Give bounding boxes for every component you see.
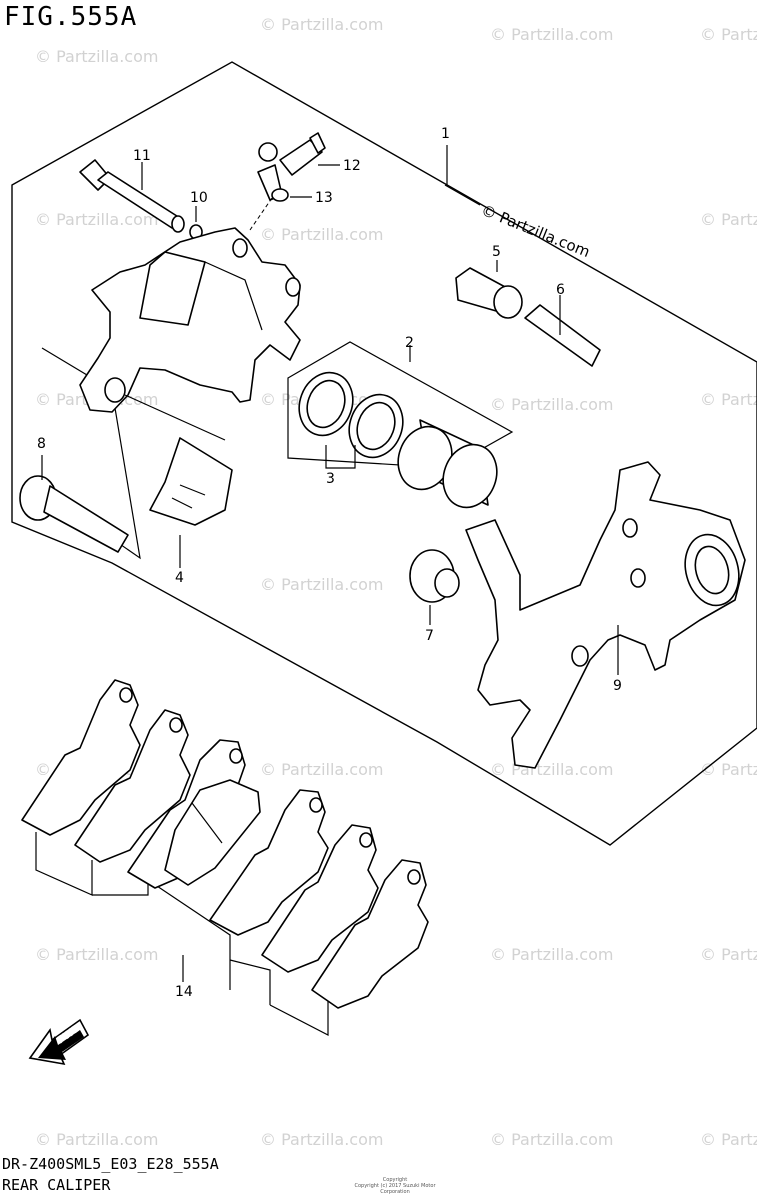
part-12-bleeder-valve — [258, 132, 340, 176]
watermark: © Partzilla.com — [700, 210, 757, 229]
watermark: © Partzilla.com — [260, 760, 383, 779]
watermark: © Partzilla.com — [700, 1130, 757, 1149]
caliper-body — [79, 227, 301, 441]
watermark: © Partzilla.com — [260, 1130, 383, 1149]
callout-13: 13 — [315, 190, 333, 206]
watermark: © Partzilla.com — [490, 395, 613, 414]
part-4-clip — [149, 437, 233, 568]
callout-6: 6 — [556, 282, 565, 298]
fig-title: FIG.555A — [4, 2, 138, 32]
watermark: © Partzilla.com — [260, 225, 383, 244]
part-11-bolt — [79, 159, 185, 233]
callout-11: 11 — [133, 148, 151, 164]
callout-12: 12 — [343, 158, 361, 174]
callout-10: 10 — [190, 190, 208, 206]
part-2-piston — [287, 341, 514, 509]
callout-1: 1 — [441, 126, 450, 142]
part-5-sleeve — [455, 260, 523, 319]
callout-9: 9 — [613, 678, 622, 694]
callout-4: 4 — [175, 570, 184, 586]
watermark: © Partzilla.com — [260, 15, 383, 34]
watermark: © Partzilla.com — [490, 945, 613, 964]
fwd-arrow-icon: FWD — [28, 1018, 90, 1066]
assembly-outline — [11, 61, 757, 846]
watermark: © Partzilla.com — [490, 760, 613, 779]
callout-7: 7 — [425, 628, 434, 644]
copyright-note: Copyright Copyright (c) 2017 Suzuki Moto… — [354, 1177, 436, 1195]
watermark: © Partzilla.com — [35, 47, 158, 66]
watermark-layer: © Partzilla.com © Partzilla.com © Partzi… — [35, 15, 757, 1149]
watermark: © Partzilla.com — [35, 210, 158, 229]
callout-3: 3 — [326, 471, 335, 487]
watermark: © Partzilla.com — [35, 1130, 158, 1149]
watermark: © Partzilla.com — [35, 945, 158, 964]
callout-8: 8 — [37, 436, 46, 452]
watermark: © Partzilla.com — [490, 1130, 613, 1149]
model-code: DR-Z400SML5_E03_E28_555A — [2, 1155, 219, 1173]
watermark: © Partzilla.com — [700, 390, 757, 409]
callout-5: 5 — [492, 244, 501, 260]
watermark: © Partzilla.com — [700, 945, 757, 964]
watermark: © Partzilla.com — [260, 575, 383, 594]
callout-14: 14 — [175, 984, 193, 1000]
part-9-bracket — [465, 461, 746, 769]
part-7-boot — [409, 549, 460, 625]
part-6-pin — [524, 295, 601, 367]
watermark: © Partzilla.com — [700, 25, 757, 44]
section-name: REAR CALIPER — [2, 1176, 111, 1194]
part-14-pad-set — [21, 679, 429, 1036]
callout-2: 2 — [405, 335, 414, 351]
callout-labels: 1 2 3 4 5 6 7 8 9 10 11 12 13 14 — [37, 126, 622, 1000]
watermark: © Partzilla.com — [490, 25, 613, 44]
watermark: © Partzilla.com — [700, 760, 757, 779]
part-13-cap — [249, 164, 312, 231]
part-8-pin — [19, 455, 129, 553]
